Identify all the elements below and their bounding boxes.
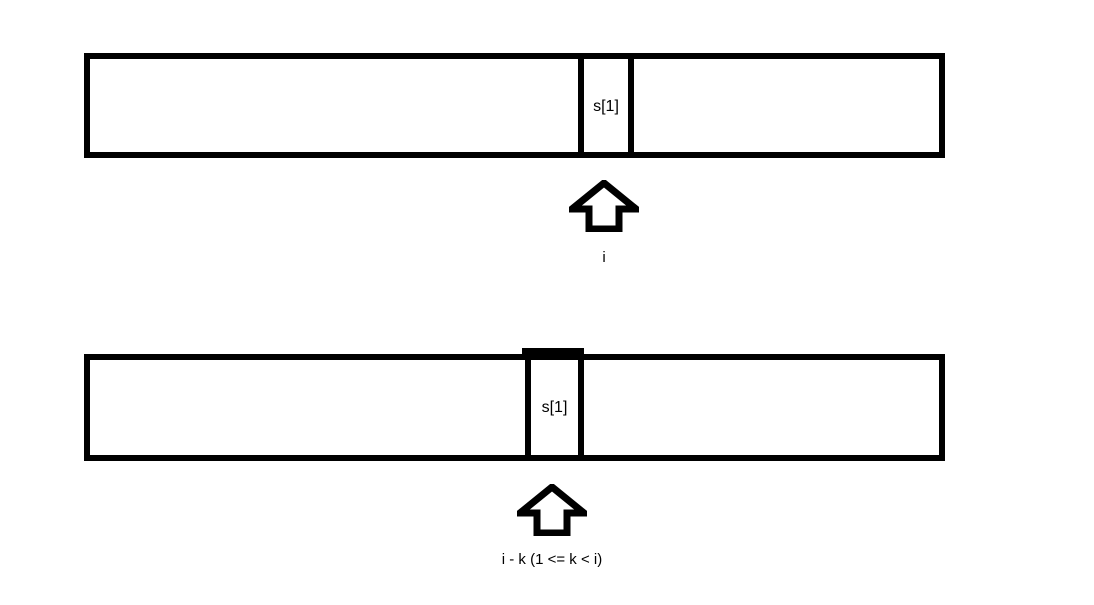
cell-label-s1-top: s[1]	[593, 98, 619, 115]
diagram-top: s[1] i	[0, 0, 1094, 290]
cell-divider-right-top	[628, 53, 634, 158]
cell-divider-left-bottom	[525, 348, 531, 461]
arrow-up-icon	[510, 482, 594, 537]
cell-divider-left-top	[578, 53, 584, 158]
arrow-up-icon	[562, 178, 646, 233]
pointer-label-i-minus-k: i - k (1 <= k < i)	[501, 551, 603, 568]
highlighted-cell-raised-cap	[522, 348, 584, 354]
array-bar-top	[84, 53, 945, 158]
cell-label-s1-bottom: s[1]	[541, 399, 568, 416]
diagram-bottom: s[1] i - k (1 <= k < i)	[0, 300, 1094, 605]
pointer-label-i: i	[602, 249, 606, 266]
array-bar-bottom	[84, 354, 945, 461]
cell-divider-right-bottom	[578, 348, 584, 461]
